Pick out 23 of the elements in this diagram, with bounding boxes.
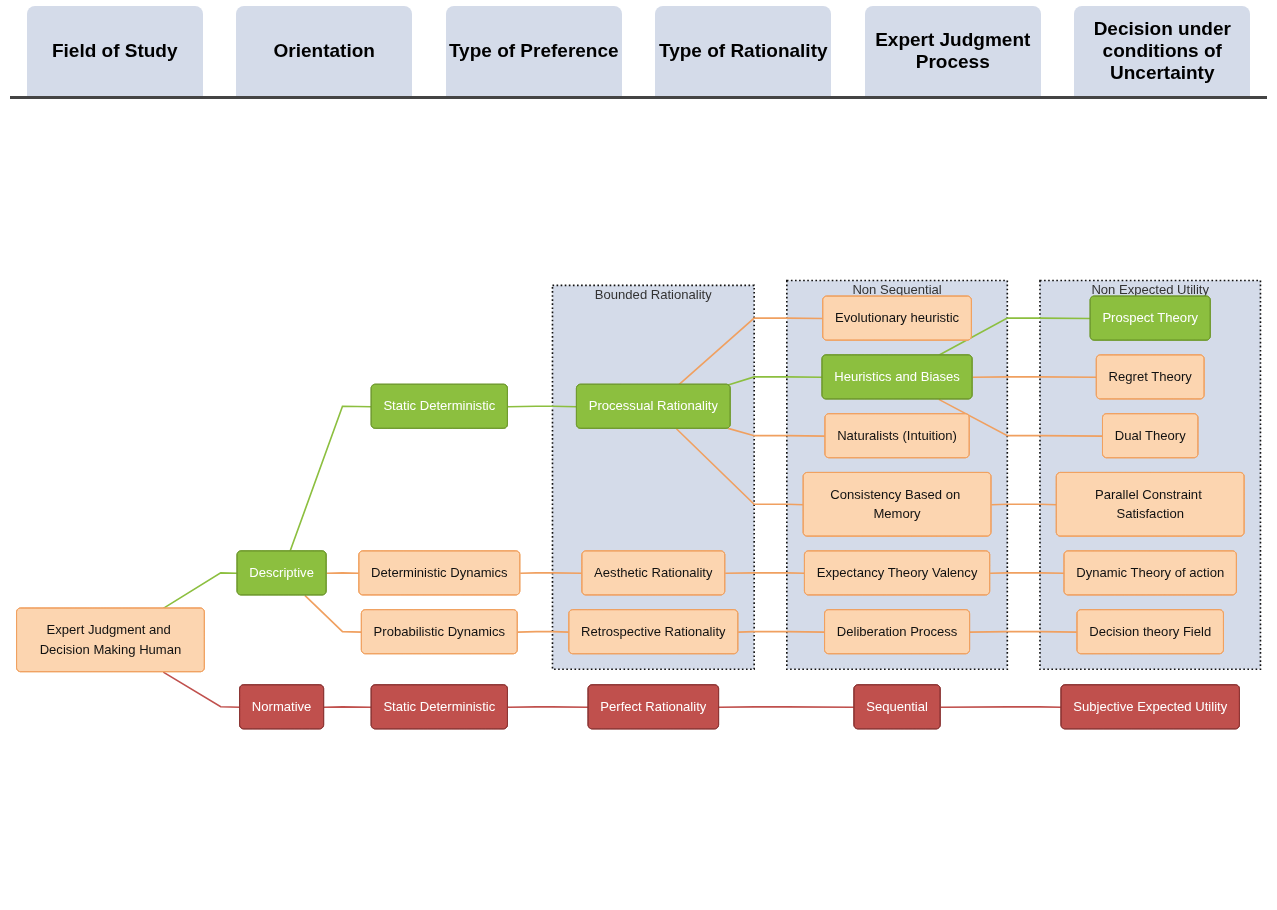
connector xyxy=(678,317,824,386)
connector xyxy=(990,503,1058,506)
connector xyxy=(989,572,1066,575)
connector xyxy=(304,594,363,634)
connector xyxy=(675,428,805,506)
column-heading: Type of Rationality xyxy=(655,6,832,96)
connector xyxy=(289,405,373,553)
connector xyxy=(938,317,1092,357)
column-heading: Field of Study xyxy=(26,6,203,96)
connector xyxy=(727,376,824,387)
column-heading: Type of Preference xyxy=(445,6,622,96)
connector xyxy=(971,376,1098,379)
connector xyxy=(507,405,578,408)
connector xyxy=(507,706,590,709)
column-heading: Decision under conditions of Uncertainty xyxy=(1074,6,1251,96)
connector xyxy=(938,398,1104,438)
connector xyxy=(162,572,239,610)
connector xyxy=(737,631,826,634)
connector xyxy=(323,706,373,709)
connector xyxy=(724,572,806,575)
column-heading: Expert Judgment Process xyxy=(864,6,1041,96)
column-heading: Orientation xyxy=(236,6,413,96)
connector xyxy=(162,671,241,709)
